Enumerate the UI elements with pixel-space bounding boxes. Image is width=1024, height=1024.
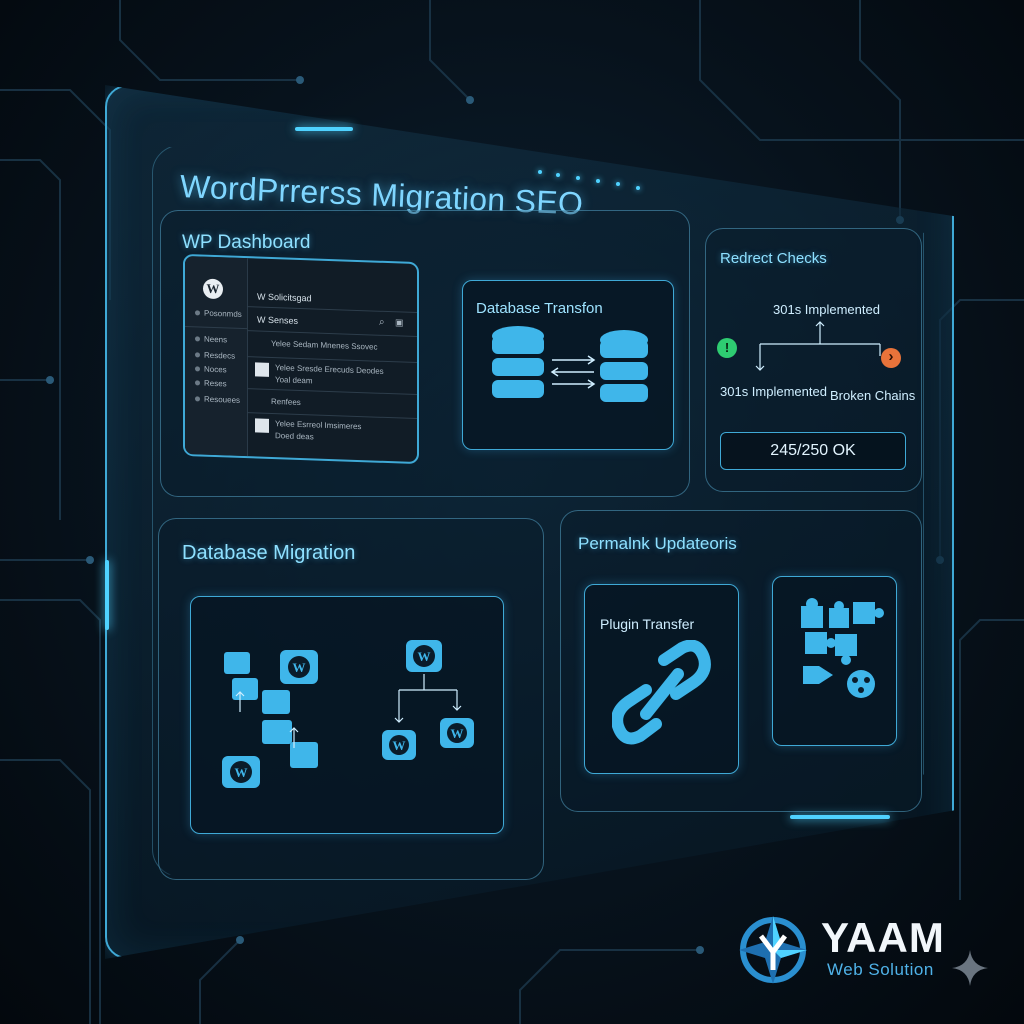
post-thumbnail [255,418,269,433]
database-transfer-label: Database Transfon [476,300,603,317]
list-item[interactable]: Yelee Esrreol Imsimeres [275,419,362,432]
redirect-top-label: 301s Implemented [773,302,880,317]
wordpress-logo-icon: W [393,738,406,753]
migration-diagram-card[interactable] [190,596,504,834]
dashboard-subheader: W Senses [257,314,299,326]
list-item-meta: Doed deas [275,431,314,442]
lock-icon[interactable]: ▣ [395,317,404,328]
indicator-dot [538,170,542,174]
sidebar-item[interactable]: Neens [195,334,227,344]
sidebar-item[interactable]: Noces [195,364,227,374]
post-thumbnail [255,362,269,377]
indicator-dot [576,176,580,180]
list-item[interactable]: Yelee Sedam Mnenes Ssovec [271,338,378,352]
list-item[interactable]: Yelee Sresde Erecuds Deodes [275,363,384,376]
brand-logo: YAAM Web Solution [735,912,975,984]
ok-status-icon: ! [717,338,737,358]
wp-dashboard-heading: WP Dashboard [182,232,311,253]
bottom-glow-bar [790,815,890,819]
redirect-tree-lines [755,321,881,371]
database-migration-heading: Database Migration [182,542,356,564]
wordpress-logo-icon: W [293,660,306,675]
sparkle-icon [952,950,988,986]
top-glow-bar [295,127,353,131]
wordpress-logo-icon: W [203,278,223,300]
brand-tagline: Web Solution [827,960,934,979]
wordpress-logo-icon: W [451,726,464,741]
left-glow-bar [105,560,109,630]
database-transfer-icon [492,326,648,402]
redirect-left-label: 301s Implemented [720,384,827,399]
list-item[interactable]: Renfees [271,396,301,407]
sidebar-item[interactable]: Resdecs [195,350,235,361]
indicator-dot [556,173,560,177]
indicator-dot [596,179,600,183]
warning-status-icon: › [881,348,901,368]
redirect-checks-heading: Redrect Checks [720,250,827,267]
sidebar-item[interactable]: Resouees [195,394,240,405]
redirect-right-label: Broken Chains [830,388,916,403]
permalink-heading: Permalnk Updateoris [578,534,737,553]
brand-name: YAAM [821,914,945,961]
wordpress-logo-icon: W [418,649,431,664]
dashboard-header: W Solicitsgad [257,291,312,304]
search-icon[interactable]: ⌕ [379,316,385,328]
plugin-transfer-card[interactable] [584,584,739,774]
link-icon [612,640,711,745]
sidebar-item[interactable]: Posonmds [195,308,242,319]
wp-dashboard-preview[interactable]: W Posonmds Neens Resdecs Noces Reses Res… [183,253,419,465]
puzzle-icon [801,598,884,698]
wordpress-logo-icon: W [235,765,248,780]
migration-diagram-icon: W W W W W [222,640,474,788]
indicator-dot [616,182,620,186]
redirect-status-counter: 245/250 OK [720,432,906,470]
plugin-transfer-label: Plugin Transfer [600,616,695,632]
compass-logo-icon [739,916,807,984]
sidebar-item[interactable]: Reses [195,378,227,388]
indicator-dot [636,186,640,190]
list-item-meta: Yoal deam [275,375,313,386]
